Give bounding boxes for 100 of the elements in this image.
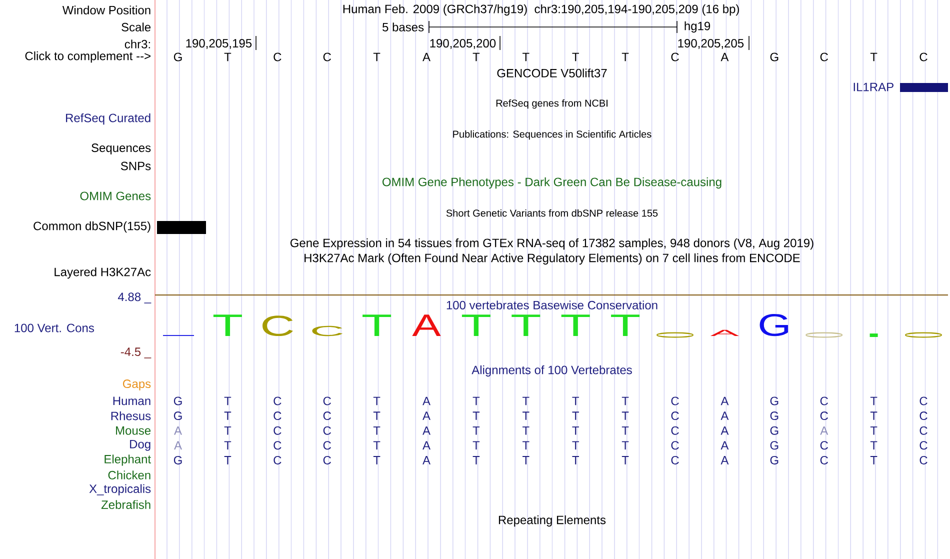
- alignment-base: T: [522, 441, 530, 450]
- track-label: RefSeq Curated: [66, 113, 150, 125]
- conservation-letter: T: [462, 314, 490, 336]
- alignment-base: T: [472, 426, 480, 435]
- alignment-base: G: [174, 396, 182, 406]
- species-label: Chicken: [108, 470, 150, 480]
- alignment-base: T: [522, 456, 530, 464]
- alignment-base: A: [422, 456, 430, 464]
- alignment-base: G: [174, 412, 182, 420]
- conservation-letter: T: [213, 314, 242, 336]
- base-letter: A: [720, 52, 729, 62]
- species-label: X_tropicalis: [89, 484, 151, 496]
- coordinate-text: 190,205,200: [430, 39, 496, 49]
- track-title: Repeating Elements: [498, 515, 606, 527]
- alignment-base: C: [920, 396, 928, 406]
- alignment-base: C: [920, 412, 928, 420]
- track-title: Publications: Sequences in Scientific Articles: [453, 130, 652, 140]
- alignment-base: A: [720, 412, 729, 420]
- alignment-base: T: [622, 456, 629, 464]
- alignment-base: G: [770, 456, 778, 464]
- track-title: H3K27Ac Mark (Often Found Near Active Regulatory Elements) on 7 cell lines from ENCODE: [304, 253, 800, 265]
- alignment-base: C: [820, 441, 828, 450]
- species-label: Mouse: [116, 426, 151, 435]
- conservation-letter: T: [512, 314, 540, 336]
- alignment-base: A: [720, 441, 729, 450]
- axis-value: 4.88 _: [118, 292, 152, 304]
- track-title: OMIM Gene Phenotypes - Dark Green Can Be Disease-causing: [382, 177, 722, 189]
- conservation-letter: G: [760, 314, 788, 336]
- base-letter: C: [920, 52, 928, 62]
- alignment-base: T: [522, 396, 530, 406]
- alignment-base: C: [323, 456, 331, 464]
- axis-value: -4.5 _: [120, 348, 152, 358]
- base-letter: T: [373, 52, 380, 62]
- base-letter: A: [422, 52, 430, 62]
- alignment-base: C: [323, 396, 331, 406]
- alignment-base: T: [224, 412, 232, 420]
- track-label: Click to complement -->: [25, 51, 150, 63]
- alignment-base: G: [770, 396, 778, 406]
- scale-text: 5 bases: [382, 22, 424, 32]
- alignment-base: T: [572, 441, 579, 450]
- alignment-base: T: [572, 456, 579, 464]
- alignment-base: T: [224, 456, 232, 464]
- track-label: 100 Vert. Cons: [14, 324, 94, 332]
- species-label: Dog: [130, 440, 150, 451]
- conservation-letter: T: [611, 314, 640, 336]
- base-letter: C: [671, 52, 679, 62]
- alignment-base: C: [820, 412, 828, 420]
- conservation-letter: C: [262, 316, 293, 336]
- alignment-base: A: [174, 441, 182, 450]
- alignment-base: T: [224, 396, 232, 406]
- conservation-letter: T: [362, 314, 392, 336]
- base-letter: T: [572, 52, 579, 62]
- track-label: Scale: [122, 22, 151, 32]
- alignment-base: T: [572, 396, 579, 406]
- alignment-base: A: [422, 412, 430, 420]
- base-letter: T: [472, 52, 480, 62]
- alignment-base: T: [870, 441, 878, 450]
- alignment-base: C: [323, 426, 331, 435]
- alignment-base: C: [820, 396, 828, 406]
- species-label: Rhesus: [111, 411, 151, 420]
- position-text: chr3:190,205,194-190,205,209 (16 bp): [534, 4, 739, 16]
- track-label: SNPs: [120, 162, 151, 170]
- alignment-base: T: [622, 412, 629, 420]
- track-label: Layered H3K27Ac: [54, 267, 151, 279]
- alignment-base: C: [671, 412, 679, 420]
- alignment-base: T: [522, 426, 530, 435]
- alignment-base: T: [373, 412, 380, 420]
- base-letter: G: [770, 52, 778, 62]
- alignment-base: C: [323, 412, 331, 420]
- alignment-base: C: [671, 441, 679, 450]
- alignment-base: T: [224, 426, 232, 435]
- track-title: GENCODE V50lift37: [497, 68, 607, 78]
- base-letter: C: [820, 52, 828, 62]
- base-letter: T: [622, 52, 629, 62]
- alignment-base: A: [422, 396, 430, 406]
- alignment-base: C: [274, 441, 282, 450]
- alignment-base: G: [770, 426, 778, 435]
- alignment-base: T: [572, 412, 579, 420]
- alignment-base: C: [920, 441, 928, 450]
- track-label: Common dbSNP(155): [34, 221, 150, 233]
- alignment-base: T: [472, 412, 480, 420]
- conservation-letter: A: [412, 314, 441, 336]
- alignment-base: C: [274, 396, 282, 406]
- assembly-text: hg19: [684, 21, 710, 33]
- base-letter: T: [870, 52, 878, 62]
- alignment-base: A: [820, 426, 828, 435]
- track-label: chr3:: [124, 40, 150, 48]
- alignment-base: C: [671, 456, 679, 464]
- alignment-base: T: [472, 441, 480, 450]
- base-letter: T: [522, 52, 530, 62]
- conservation-letter: T: [561, 314, 590, 336]
- alignment-base: T: [373, 441, 380, 450]
- alignment-base: T: [373, 426, 380, 435]
- coordinate-text: 190,205,195: [186, 39, 252, 49]
- gene-label: IL1RAP: [854, 82, 894, 92]
- alignment-base: C: [323, 441, 331, 450]
- alignment-base: A: [174, 426, 182, 435]
- alignment-base: T: [373, 456, 380, 464]
- base-letter: T: [224, 52, 232, 62]
- base-letter: C: [274, 52, 282, 62]
